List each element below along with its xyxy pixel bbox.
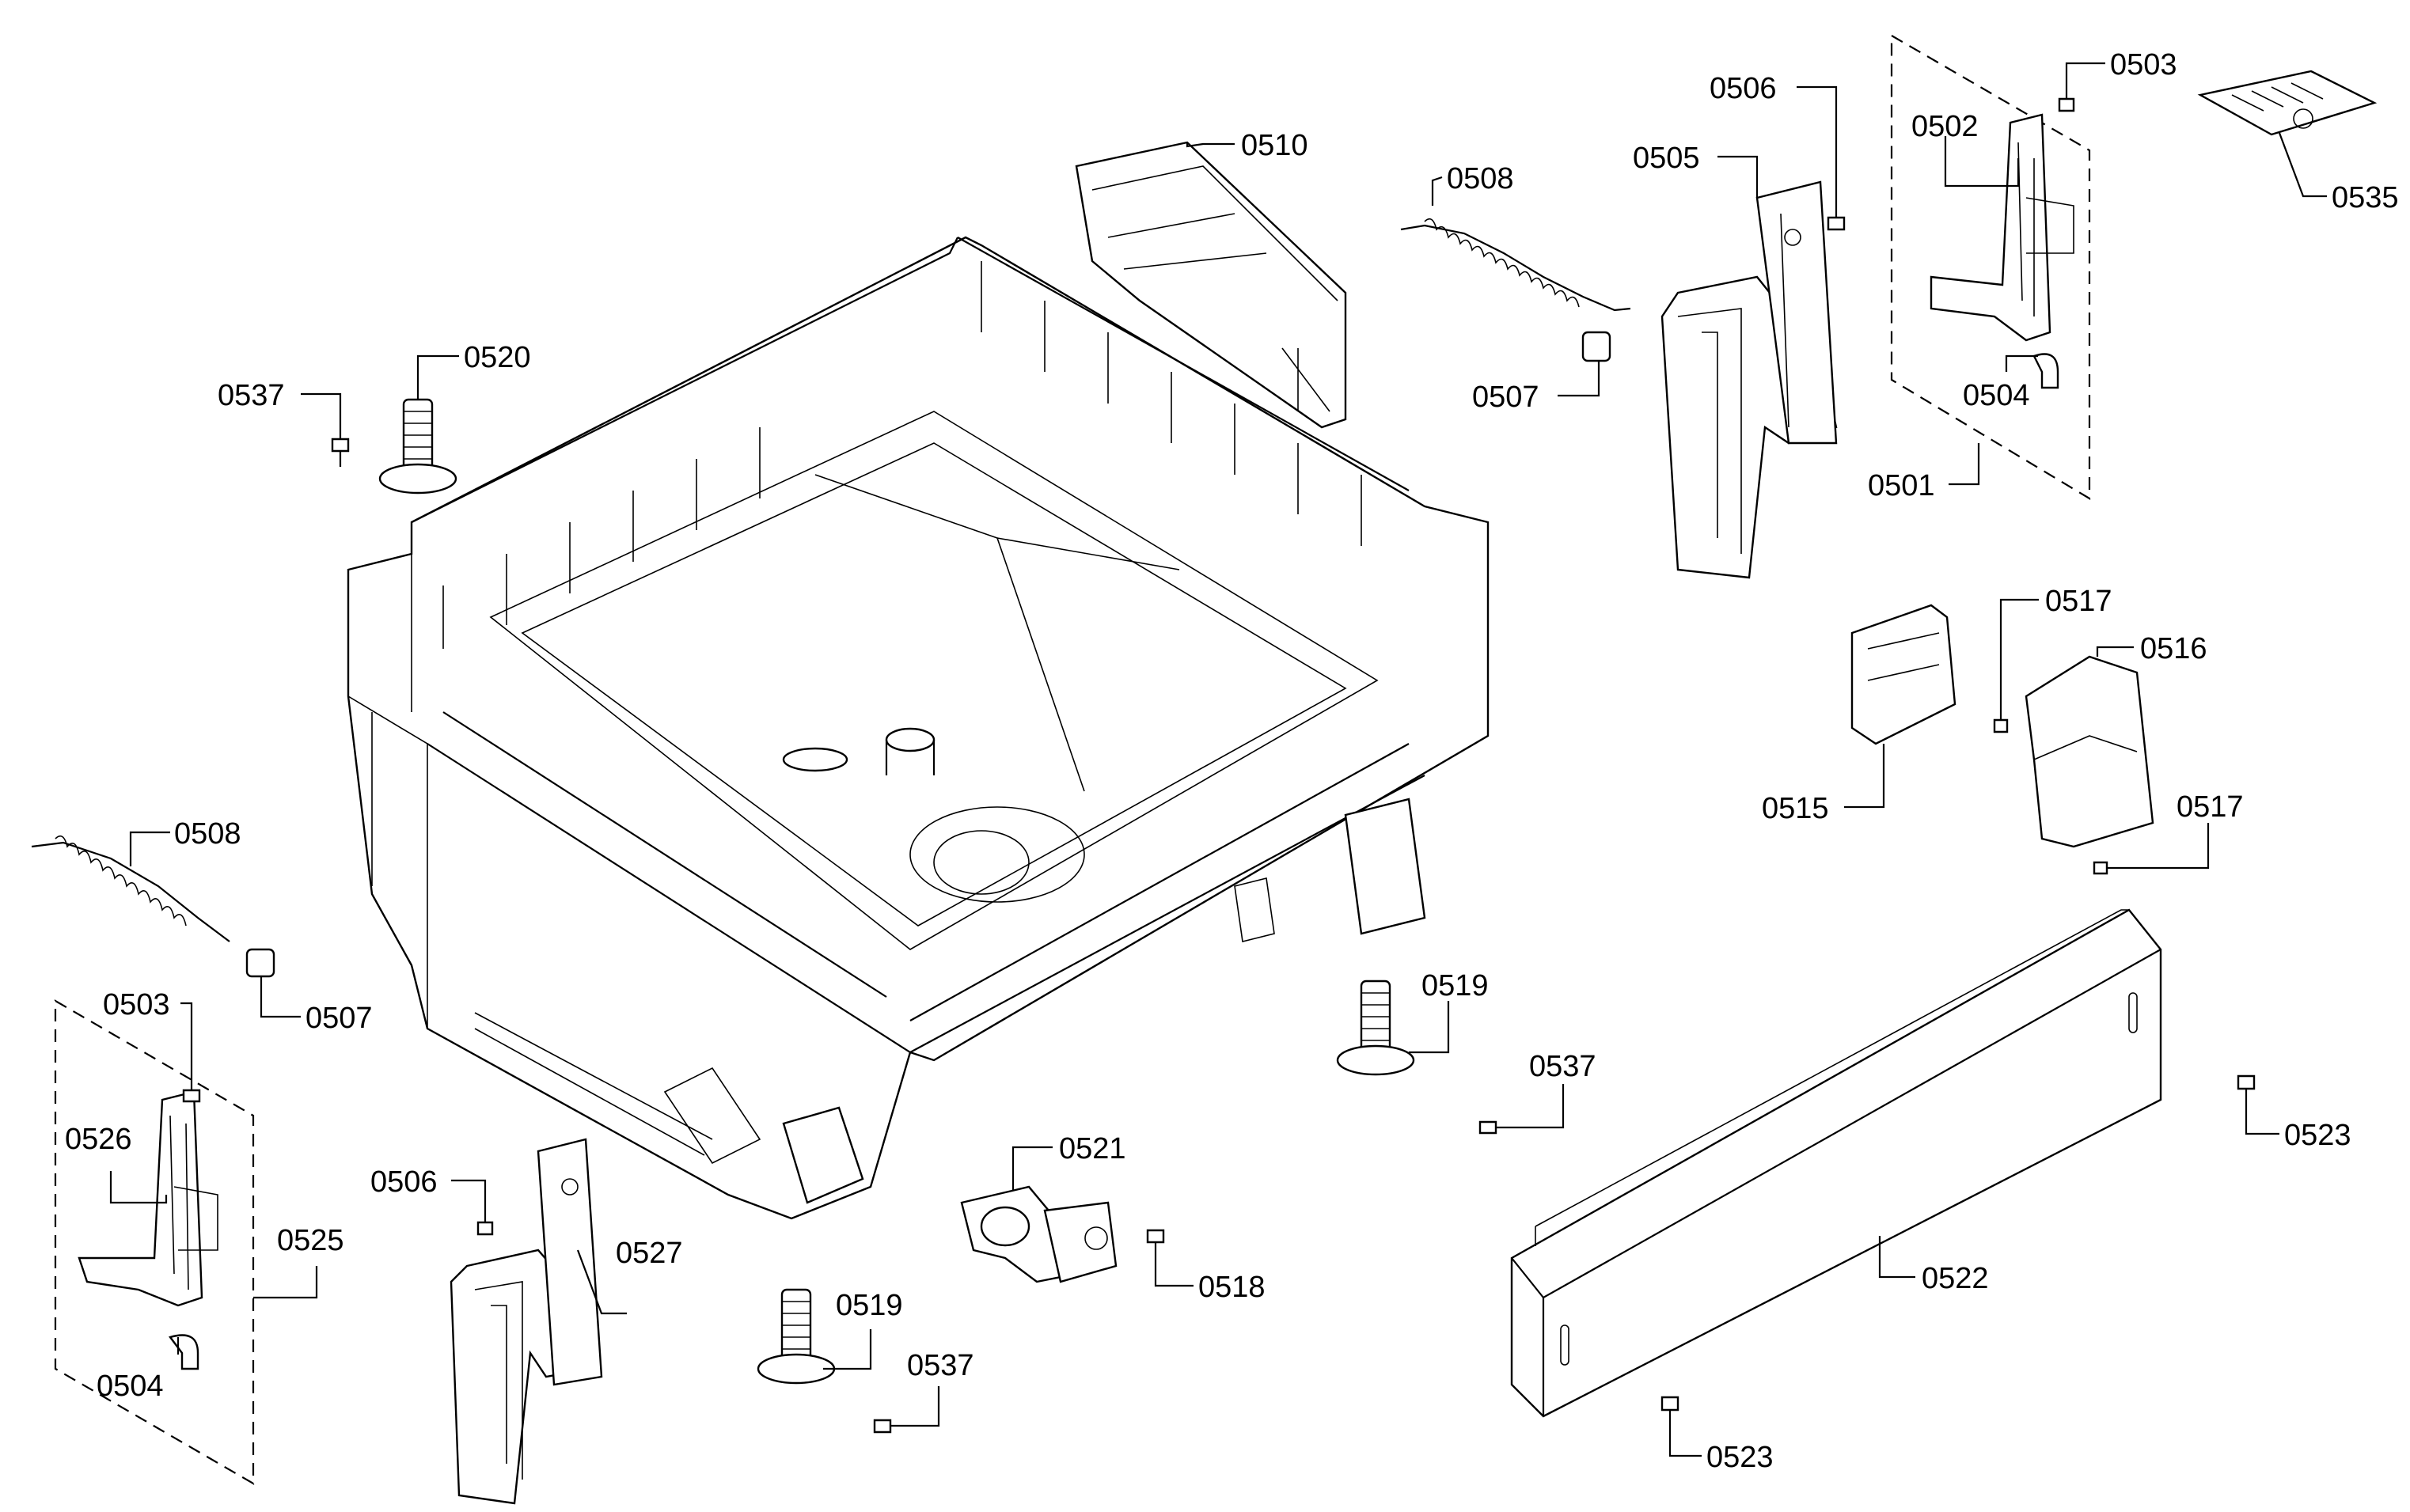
label-0516: 0516 [2140, 632, 2207, 665]
part-0504-clip-left: 0504 [97, 1334, 199, 1403]
label-0517-top: 0517 [2045, 585, 2112, 618]
label-0515: 0515 [1762, 792, 1829, 825]
part-0506-screw-top: 0506 [1710, 72, 1846, 231]
part-0515-bracket: 0515 [1762, 604, 1956, 825]
label-0523-right: 0523 [2284, 1119, 2351, 1152]
part-0505-hinge-plate: 0505 [1633, 142, 1838, 579]
part-0506-screw-bottom: 0506 [370, 1165, 494, 1236]
label-0505: 0505 [1633, 142, 1700, 175]
label-0527: 0527 [616, 1237, 683, 1270]
part-0527-hinge-plate: 0527 [450, 1138, 683, 1505]
base-tub-assembly [347, 236, 1490, 1220]
part-0508-spring-top: 0508 [1400, 162, 1631, 312]
label-0523-bottom: 0523 [1706, 1441, 1774, 1474]
part-0517-screw-bottom: 0517 [2093, 790, 2244, 875]
part-0507-clip-left: 0507 [245, 948, 373, 1035]
label-0517-bottom: 0517 [2177, 790, 2244, 824]
label-0507-left: 0507 [306, 1002, 373, 1035]
part-0525-hinge-assembly: 0526 0525 [54, 999, 344, 1485]
label-0501: 0501 [1868, 469, 1935, 502]
part-0523-screw-bottom: 0523 [1660, 1396, 1774, 1474]
part-0516-cover: 0516 [2025, 632, 2207, 848]
part-0508-spring-left: 0508 [31, 817, 241, 942]
label-0519-bottom: 0519 [836, 1289, 903, 1322]
label-0504-left: 0504 [97, 1370, 164, 1403]
label-0518: 0518 [1198, 1271, 1266, 1304]
part-0517-screw-top: 0517 [1993, 585, 2112, 733]
label-0537-left: 0537 [218, 379, 285, 412]
part-0519-leveling-foot-mid: 0519 [1336, 969, 1489, 1076]
label-0535: 0535 [2332, 181, 2399, 214]
part-0504-clip-top: 0504 [1963, 353, 2059, 412]
part-0523-screw-right: 0523 [2237, 1074, 2351, 1152]
label-0521: 0521 [1059, 1132, 1126, 1165]
part-0510-bracket: 0510 [1075, 129, 1347, 429]
label-0508-top: 0508 [1447, 162, 1514, 195]
part-0537-screw-bottom: 0537 [873, 1349, 974, 1434]
part-0503-screw-left: 0503 [103, 988, 201, 1103]
label-0507-top: 0507 [1472, 381, 1539, 414]
label-0537-bottom: 0537 [907, 1349, 974, 1382]
label-0520: 0520 [464, 341, 531, 374]
label-0526: 0526 [65, 1123, 132, 1156]
part-0522-kickplate: 0522 [1510, 908, 2162, 1418]
part-0501-hinge-assembly: 0502 0501 [1868, 34, 2091, 502]
part-0503-screw-top: 0503 [2058, 48, 2177, 112]
part-0535-hardware-bag: 0535 [2197, 70, 2399, 214]
part-0520-leveling-foot: 0520 [378, 341, 531, 495]
label-0537-mid: 0537 [1529, 1050, 1596, 1083]
label-0506-top: 0506 [1710, 72, 1777, 105]
part-0537-screw-mid: 0537 [1478, 1050, 1596, 1135]
part-0518-screw: 0518 [1146, 1229, 1266, 1304]
label-0504-top: 0504 [1963, 379, 2030, 412]
part-0519-leveling-foot-bottom: 0519 [757, 1288, 903, 1385]
part-0537-screw-left: 0537 [218, 379, 350, 467]
label-0503-left: 0503 [103, 988, 170, 1021]
label-0506-bottom: 0506 [370, 1165, 438, 1199]
label-0508-left: 0508 [174, 817, 241, 851]
label-0522: 0522 [1922, 1262, 1989, 1295]
part-0521-inlet-valve: 0521 [960, 1132, 1126, 1283]
label-0503-top: 0503 [2110, 48, 2177, 81]
label-0525: 0525 [277, 1224, 344, 1257]
label-0519-mid: 0519 [1421, 969, 1489, 1002]
label-0510: 0510 [1241, 129, 1308, 162]
label-0502: 0502 [1911, 110, 1979, 143]
part-0507-clip-top: 0507 [1472, 331, 1611, 414]
